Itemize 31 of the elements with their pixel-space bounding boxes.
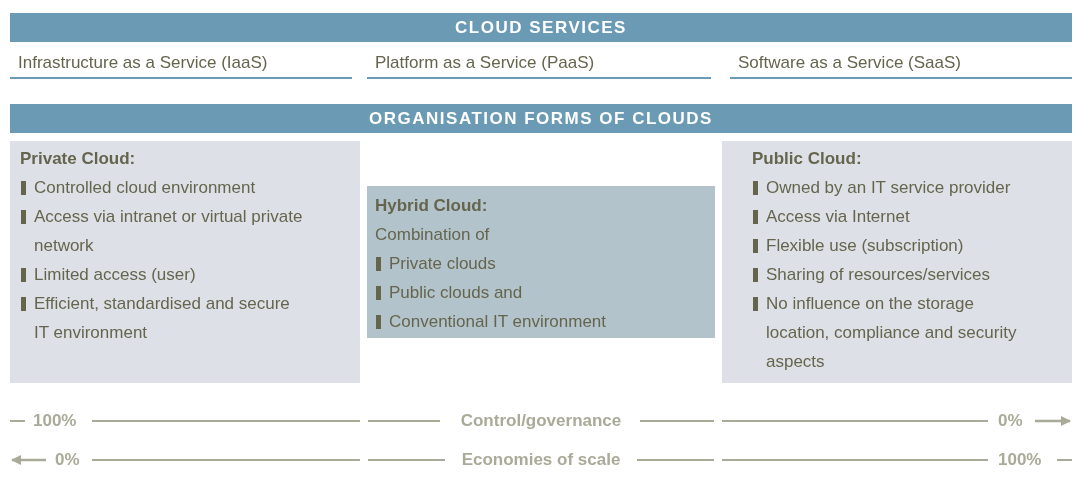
panel-heading: Public Cloud: <box>752 148 863 170</box>
service-label: Software as a Service (SaaS) <box>738 52 962 74</box>
bullet-item: Controlled cloud environment <box>20 173 305 202</box>
scale-label: Economies of scale <box>461 450 621 470</box>
scale-label: 100% <box>998 450 1042 470</box>
panel-heading: Private Cloud: <box>20 148 137 170</box>
section-title: CLOUD SERVICES <box>454 17 628 39</box>
service-label: Platform as a Service (PaaS) <box>375 52 596 74</box>
section-header-bar <box>10 13 1072 42</box>
section-header-bar <box>10 104 1072 133</box>
bullet-item: Sharing of resources/services <box>752 260 1017 289</box>
scale-label: 0% <box>55 450 80 470</box>
public-cloud-panel <box>722 141 1072 383</box>
scale-label: Control/governance <box>460 411 622 431</box>
scale-label: 100% <box>33 411 77 431</box>
panel-heading: Hybrid Cloud: <box>375 195 489 217</box>
bullet-item: Access via intranet or virtual private network <box>20 202 305 260</box>
bullet-item: Owned by an IT service provider <box>752 173 1017 202</box>
scale-label: 0% <box>998 411 1023 431</box>
private-cloud-panel <box>10 141 360 383</box>
bullet-item: Limited access (user) <box>20 260 305 289</box>
bullet-item: Conventional IT environment <box>375 307 707 336</box>
bullet-item: Private clouds <box>375 249 707 278</box>
bullet-item: Access via Internet <box>752 202 1017 231</box>
bullet-item: Efficient, standardised and secure IT environment <box>20 289 305 347</box>
bullet-item: Public clouds and <box>375 278 707 307</box>
body-text: Combination of <box>375 224 491 246</box>
service-label: Infrastructure as a Service (IaaS) <box>18 52 269 74</box>
bullet-item: No influence on the storage location, compliance and security aspects <box>752 289 1017 376</box>
bullet-item: Flexible use (subscription) <box>752 231 1017 260</box>
section-title: ORGANISATION FORMS OF CLOUDS <box>368 108 714 130</box>
